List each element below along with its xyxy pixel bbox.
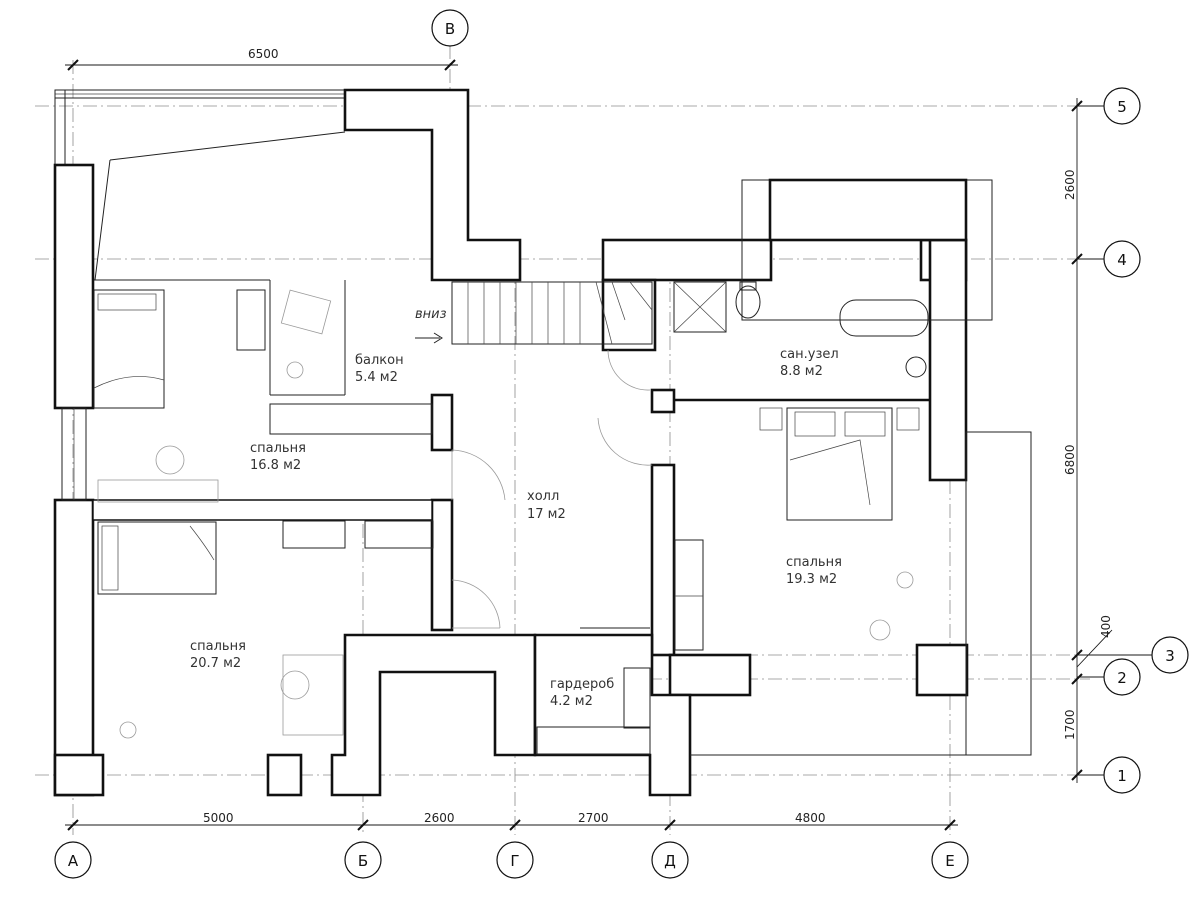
doors [451, 349, 653, 629]
svg-text:1: 1 [1117, 767, 1127, 785]
axis-bubble-b: Б [344, 841, 382, 879]
bedroom-sw-name: спальня [190, 639, 246, 654]
dim-right-4: 1700 [1063, 709, 1077, 740]
bedroom-nw-name: спальня [250, 441, 306, 456]
svg-text:3: 3 [1165, 647, 1175, 665]
beds [93, 289, 920, 595]
dim-right-3: 400 [1099, 615, 1113, 638]
svg-text:Д: Д [664, 852, 676, 870]
bedroom-e-name: спальня [786, 555, 842, 570]
svg-text:А: А [68, 852, 79, 870]
bedroom-nw-area: 16.8 м2 [250, 458, 301, 473]
balcony-area: 5.4 м2 [355, 370, 398, 385]
svg-text:4: 4 [1117, 251, 1127, 269]
axis-bubble-v: В [431, 9, 469, 47]
bedroom-e-area: 19.3 м2 [786, 572, 837, 587]
dimension-lines [65, 59, 1113, 831]
dim-bottom-2: 2600 [424, 811, 455, 825]
closets [236, 289, 704, 755]
dim-top: 6500 [248, 47, 279, 61]
svg-text:5: 5 [1117, 98, 1127, 116]
dim-bottom-4: 4800 [795, 811, 826, 825]
svg-text:2: 2 [1117, 669, 1127, 687]
walls [53, 88, 1032, 797]
svg-text:Б: Б [358, 852, 368, 870]
axis-bubble-d: Д [651, 841, 689, 879]
dimension-labels: 6500 5000 2600 2700 4800 2600 6800 400 1… [203, 47, 1113, 825]
bedroom-sw-area: 20.7 м2 [190, 656, 241, 671]
axis-bubble-4: 4 [1077, 240, 1141, 278]
svg-text:В: В [445, 20, 455, 38]
axis-bubble-1: 1 [1077, 756, 1141, 794]
axis-bubble-a: А [54, 841, 92, 879]
axis-bubble-3: 3 [1077, 636, 1189, 674]
axis-bubble-5: 5 [1077, 87, 1141, 125]
hall-area: 17 м2 [527, 507, 566, 522]
svg-text:Е: Е [945, 852, 954, 870]
bathroom-area: 8.8 м2 [780, 364, 823, 379]
axis-bubble-g: Г [496, 841, 534, 879]
bathroom-fixtures [673, 281, 929, 378]
staircase [415, 281, 653, 345]
axis-bubble-e: Е [931, 841, 969, 879]
balcony-name: балкон [355, 353, 404, 368]
axis-bubbles: А Б Г Д Е В 1 2 [54, 9, 1189, 879]
axis-bubble-2: 2 [1077, 658, 1141, 696]
bathroom-name: сан.узел [780, 347, 839, 362]
svg-text:Г: Г [510, 852, 519, 870]
furniture-misc [97, 289, 914, 739]
stairs-direction-label: вниз [415, 307, 447, 322]
dim-bottom-1: 5000 [203, 811, 234, 825]
hall-name: холл [527, 489, 559, 504]
dim-right-2: 6800 [1063, 444, 1077, 475]
dim-right-1: 2600 [1063, 169, 1077, 200]
dim-bottom-3: 2700 [578, 811, 609, 825]
room-labels: балкон 5.4 м2 спальня 16.8 м2 холл 17 м2… [190, 347, 842, 709]
wardrobe-name: гардероб [550, 677, 614, 692]
balcony-terrace [54, 89, 351, 396]
wardrobe-area: 4.2 м2 [550, 694, 593, 709]
